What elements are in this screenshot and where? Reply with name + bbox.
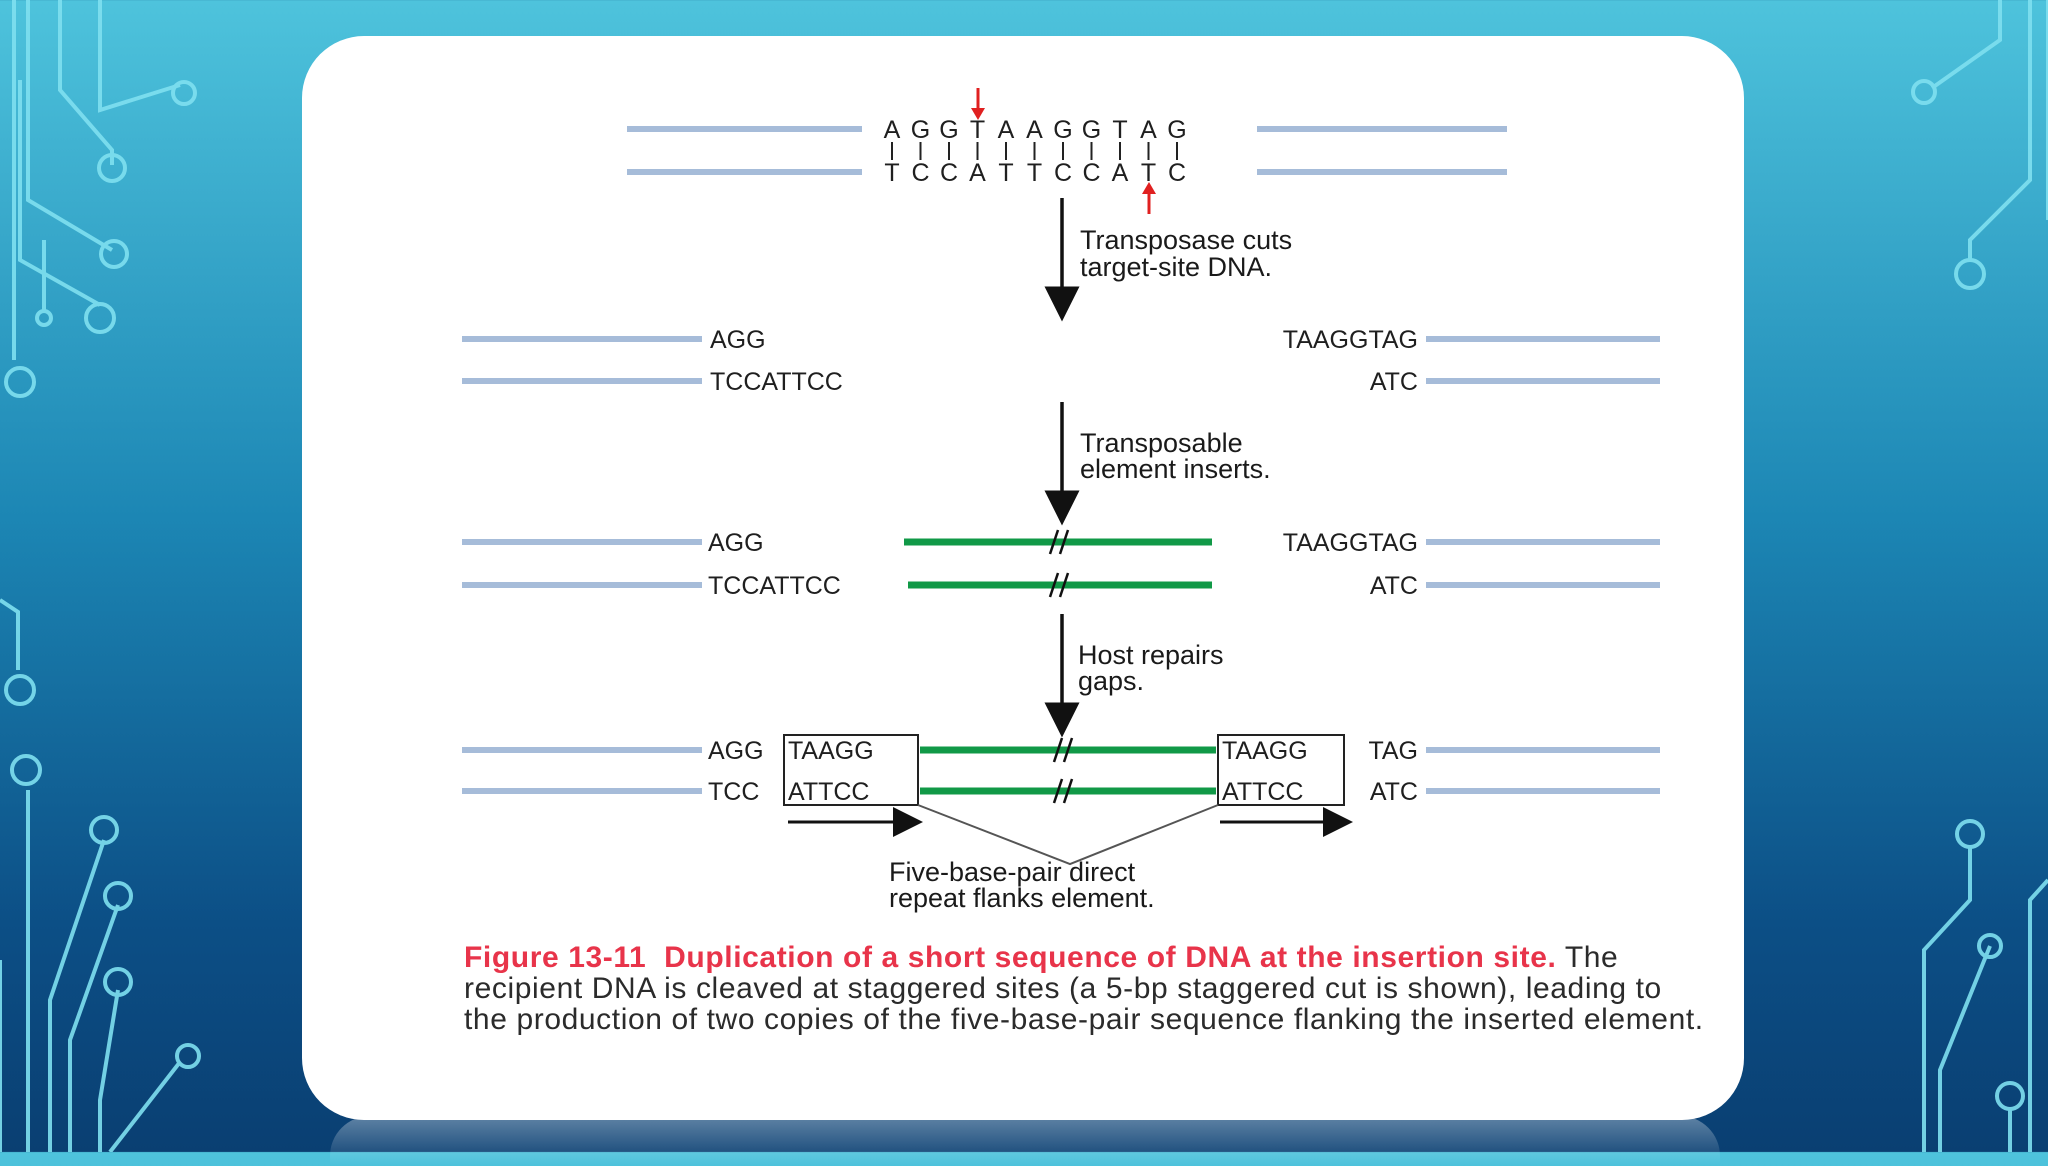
rep-right-top-b: TAG [1368,737,1418,765]
target-top-base: T [970,116,985,144]
rep-right-bottom-b: ATC [1370,778,1418,806]
target-top-base: A [884,116,901,144]
card-reflection [330,1116,1720,1166]
ins-left-bottom: TCCATTCC [708,572,841,600]
cut-arrow-top [971,88,985,120]
target-top-base: G [1082,116,1101,144]
rep-right-top-box: TAAGG [1222,737,1308,765]
repeat-label-line2: repeat flanks element. [889,883,1155,913]
target-bottom-base: C [1054,159,1072,187]
step3-label-line2: gaps. [1078,666,1144,696]
target-bottom-base: T [998,159,1013,187]
target-bottom-base: T [1141,159,1156,187]
repaired-dna: AGG TAAGG TCC ATTCC TAAGG TAG ATTCC ATC [462,734,1660,866]
target-top-base: A [1026,116,1043,144]
cut-left-bottom: TCCATTCC [710,368,843,396]
target-top-base: T [1112,116,1127,144]
target-bottom-base: T [1027,159,1042,187]
break-mark [1048,529,1070,598]
target-bottom-base: T [884,159,899,187]
figure-body: The recipient DNA is cleaved at staggere… [464,941,1704,1036]
repeat-label-line1: Five-base-pair direct [889,857,1136,887]
target-bottom-base: C [911,159,929,187]
cut-dna: AGG TCCATTCC TAAGGTAG ATC [462,326,1660,396]
rep-left-bottom-a: TCC [708,778,759,806]
target-bottom-base: A [1112,159,1129,187]
rep-left-bottom-box: ATTCC [788,778,869,806]
target-bottom-base: C [1168,159,1186,187]
left-repeat-box [783,734,919,806]
rep-left-top-box: TAAGG [788,737,874,765]
target-top-base: G [1167,116,1186,144]
target-bottom-base: C [940,159,958,187]
figure-title: Duplication of a short sequence of DNA a… [664,941,1557,974]
step1-label-line2: target-site DNA. [1080,252,1272,282]
ins-right-bottom: ATC [1370,572,1418,600]
target-bottom-base: C [1082,159,1100,187]
repaired-break-mark [1052,737,1074,804]
figure-number: Figure 13-11 [464,941,647,974]
target-bottom-base: A [969,159,986,187]
step2-label-line1: Transposable [1080,428,1243,458]
ins-left-top: AGG [708,529,764,557]
cut-right-bottom: ATC [1370,368,1418,396]
target-top-base: A [1140,116,1157,144]
cut-arrow-bottom [1142,182,1156,214]
target-top-base: G [939,116,958,144]
repeat-pointer [917,804,1219,866]
target-top-base: A [998,116,1015,144]
ins-right-top: TAAGGTAG [1283,529,1418,557]
right-repeat-box [1217,734,1345,806]
cut-left-top: AGG [710,326,766,354]
step1-label-line1: Transposase cuts [1080,225,1292,255]
figure-caption: Figure 13-11 Duplication of a short sequ… [464,942,1704,1035]
inserted-element-dna: AGG TCCATTCC TAAGGTAG ATC [462,529,1660,600]
cut-right-top: TAAGGTAG [1283,326,1418,354]
rep-left-top-a: AGG [708,737,764,765]
target-top-base: G [1053,116,1072,144]
step2-label-line2: element inserts. [1080,454,1271,484]
rep-right-bottom-box: ATTCC [1222,778,1303,806]
target-top-base: G [911,116,930,144]
step3-label-line1: Host repairs [1078,640,1224,670]
